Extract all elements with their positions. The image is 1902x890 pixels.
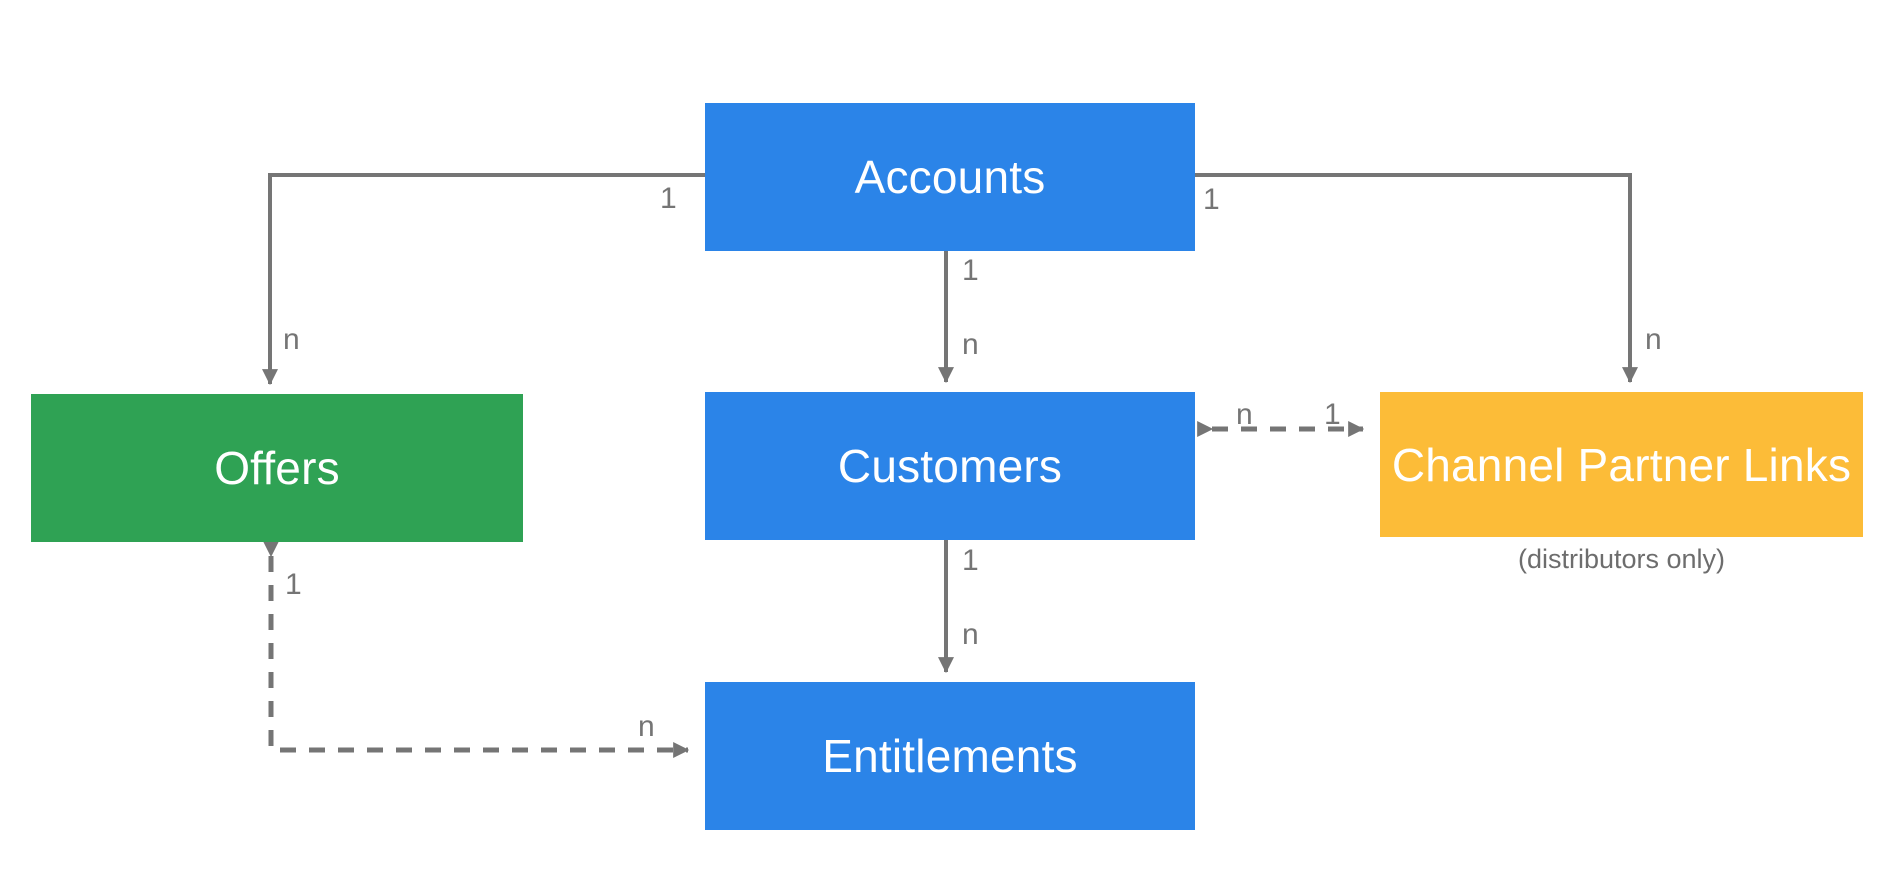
edge-label-accounts-cpl-one: 1 <box>1203 183 1220 216</box>
edge-label-accounts-cpl-n: n <box>1645 323 1662 356</box>
edge-label-offers-entitlements-one: 1 <box>285 568 302 601</box>
edge-label-accounts-offers-one: 1 <box>660 182 677 215</box>
edge-label-customers-cpl-n: n <box>1236 398 1253 431</box>
edge-label-customers-entitlements-n: n <box>962 618 979 651</box>
edge-label-customers-cpl-one: 1 <box>1324 398 1341 431</box>
node-customers[interactable]: Customers <box>705 392 1195 540</box>
node-accounts[interactable]: Accounts <box>705 103 1195 251</box>
edge-label-accounts-customers-n: n <box>962 328 979 361</box>
node-entitlements[interactable]: Entitlements <box>705 682 1195 830</box>
edge-accounts-offers <box>262 173 705 386</box>
node-offers[interactable]: Offers <box>31 394 523 542</box>
node-channel-partner-links-label: Channel Partner Links <box>1391 438 1852 491</box>
edge-label-accounts-offers-n: n <box>283 323 300 356</box>
node-channel-partner-links-caption: (distributors only) <box>1517 544 1726 574</box>
node-offers-label: Offers <box>214 442 340 494</box>
edge-offers-entitlements <box>263 541 690 758</box>
node-customers-label: Customers <box>837 440 1063 492</box>
edge-label-customers-entitlements-one: 1 <box>962 544 979 577</box>
edge-label-offers-entitlements-n: n <box>638 710 655 743</box>
edge-label-accounts-customers-one: 1 <box>962 254 979 287</box>
node-channel-partner-links[interactable]: Channel Partner Links <box>1380 392 1863 537</box>
edge-accounts-cpl <box>1195 173 1638 384</box>
node-entitlements-label: Entitlements <box>822 730 1078 782</box>
node-accounts-label: Accounts <box>854 151 1046 203</box>
